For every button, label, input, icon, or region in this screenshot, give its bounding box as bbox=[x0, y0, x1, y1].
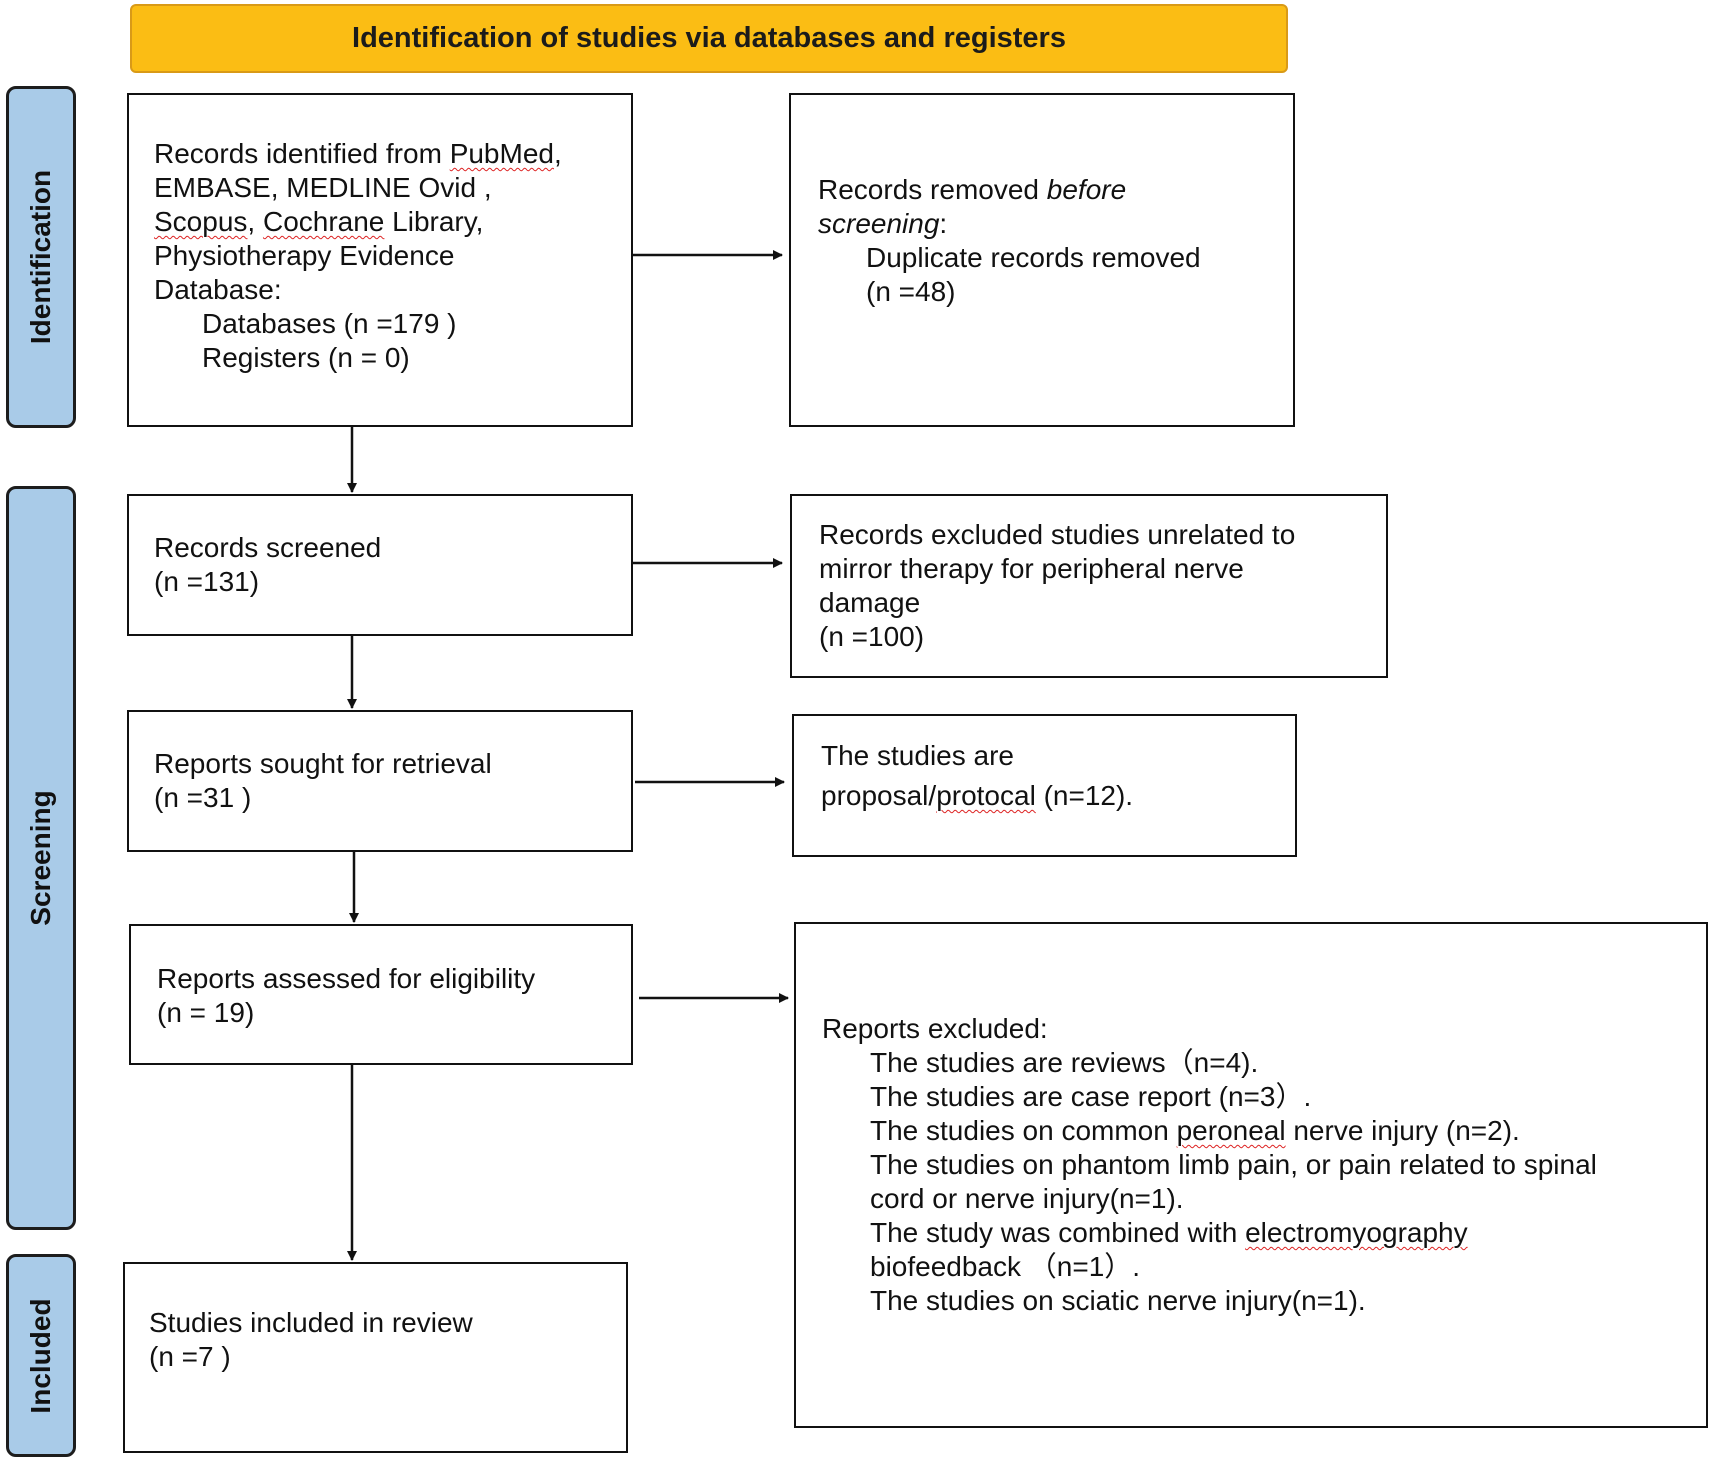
reports-assessed-box: Reports assessed for eligibility (n = 19… bbox=[129, 924, 633, 1065]
reports-excluded-item2: The studies are case report (n=3）. bbox=[870, 1081, 1312, 1112]
studies-included-count: (n =7 ) bbox=[149, 1341, 231, 1372]
reports-excluded-item6: The studies on sciatic nerve injury(n=1)… bbox=[870, 1285, 1366, 1316]
registers-count: Registers (n = 0) bbox=[202, 342, 410, 373]
records-screened-count: (n =131) bbox=[154, 566, 260, 597]
records-identified-line5: Database: bbox=[154, 274, 282, 305]
reports-excluded-item5-line1: The study was combined with electromyogr… bbox=[870, 1217, 1468, 1248]
duplicates-count: (n =48) bbox=[866, 276, 956, 307]
records-screened-box: Records screened (n =131) bbox=[127, 494, 633, 636]
studies-included-box: Studies included in review (n =7 ) bbox=[123, 1262, 628, 1453]
header-title: Identification of studies via databases … bbox=[130, 4, 1288, 73]
stage-included: Included bbox=[6, 1254, 76, 1457]
records-screened-label: Records screened bbox=[154, 532, 382, 563]
duplicates-label: Duplicate records removed bbox=[866, 242, 1201, 273]
records-excluded-line2: mirror therapy for peripheral nerve bbox=[819, 553, 1244, 584]
proposal-line1: The studies are bbox=[821, 740, 1014, 771]
reports-excluded-box: Reports excluded: The studies are review… bbox=[794, 922, 1708, 1428]
records-removed-line2: screening: bbox=[818, 208, 948, 239]
reports-sought-box: Reports sought for retrieval (n =31 ) bbox=[127, 710, 633, 852]
records-excluded-line1: Records excluded studies unrelated to bbox=[819, 519, 1296, 550]
databases-count: Databases (n =179 ) bbox=[202, 308, 457, 339]
reports-sought-label: Reports sought for retrieval bbox=[154, 748, 492, 779]
proposal-line2: proposal/protocal (n=12). bbox=[821, 780, 1134, 811]
proposal-box: The studies are proposal/protocal (n=12)… bbox=[792, 714, 1297, 857]
reports-excluded-item4-line1: The studies on phantom limb pain, or pai… bbox=[870, 1149, 1597, 1180]
reports-excluded-item4-line2: cord or nerve injury(n=1). bbox=[870, 1183, 1184, 1214]
records-identified-line1: Records identified from PubMed, bbox=[154, 138, 562, 169]
records-removed-line1: Records removed before bbox=[818, 174, 1127, 205]
records-removed-box: Records removed before screening: Duplic… bbox=[789, 93, 1295, 427]
records-excluded-count: (n =100) bbox=[819, 621, 925, 652]
reports-assessed-count: (n = 19) bbox=[157, 997, 255, 1028]
records-excluded-line3: damage bbox=[819, 587, 921, 618]
reports-sought-count: (n =31 ) bbox=[154, 782, 252, 813]
reports-excluded-heading: Reports excluded: bbox=[822, 1013, 1048, 1044]
records-excluded-box: Records excluded studies unrelated to mi… bbox=[790, 494, 1388, 678]
stage-screening: Screening bbox=[6, 486, 76, 1230]
records-identified-line2: EMBASE, MEDLINE Ovid , bbox=[154, 172, 492, 203]
reports-assessed-label: Reports assessed for eligibility bbox=[157, 963, 536, 994]
reports-excluded-item1: The studies are reviews（n=4). bbox=[870, 1047, 1259, 1078]
reports-excluded-item3: The studies on common peroneal nerve inj… bbox=[870, 1115, 1520, 1146]
records-identified-line4: Physiotherapy Evidence bbox=[154, 240, 455, 271]
records-identified-line3: Scopus, Cochrane Library, bbox=[154, 206, 484, 237]
records-identified-box: Records identified from PubMed, EMBASE, … bbox=[127, 93, 633, 427]
studies-included-label: Studies included in review bbox=[149, 1307, 473, 1338]
stage-identification: Identification bbox=[6, 86, 76, 428]
reports-excluded-item5-line2: biofeedback （n=1）. bbox=[870, 1251, 1141, 1282]
